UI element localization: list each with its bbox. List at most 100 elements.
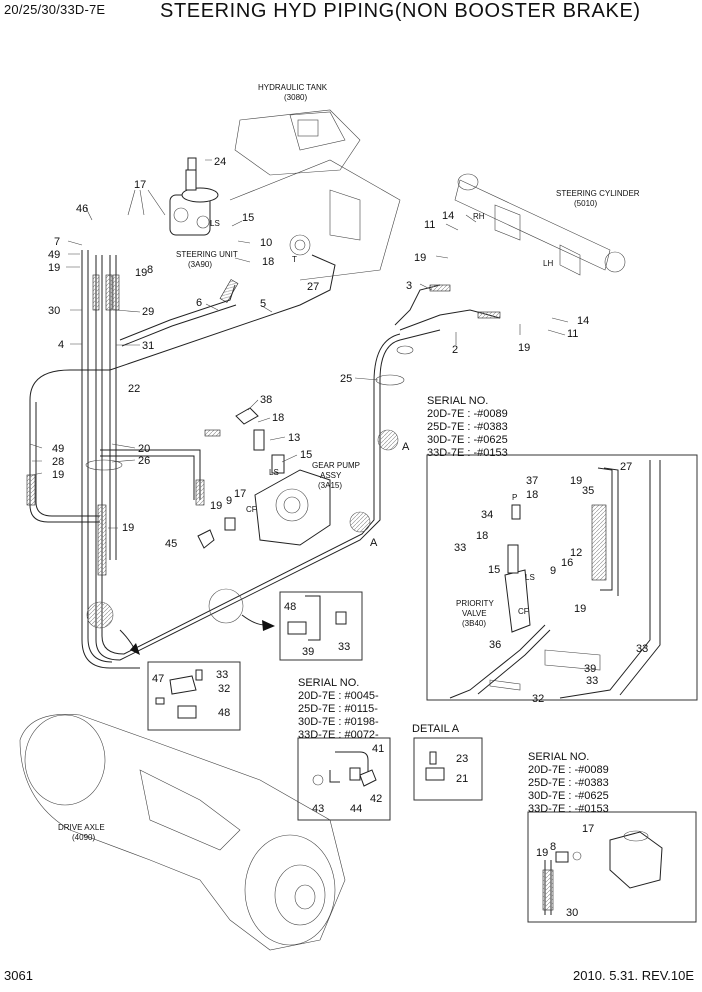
svg-text:25D-7E : -#0383: 25D-7E : -#0383 xyxy=(427,421,508,433)
callout: 15 xyxy=(300,449,312,461)
gear-pump-ref: (3A15) xyxy=(318,481,342,490)
svg-text:30D-7E : #0198-: 30D-7E : #0198- xyxy=(298,716,379,728)
steering-unit-ref: (3A90) xyxy=(188,260,212,269)
serial-detail-box xyxy=(297,737,391,821)
callout: 33 xyxy=(454,542,466,554)
model-code: 20/25/30/33D-7E xyxy=(4,2,106,17)
callout: 19 xyxy=(518,342,530,354)
svg-text:33D-7E : -#0153: 33D-7E : -#0153 xyxy=(427,447,508,459)
callout: 37 xyxy=(526,475,538,487)
callout: 3 xyxy=(406,280,412,292)
svg-text:20D-7E : #0045-: 20D-7E : #0045- xyxy=(298,690,379,702)
callout: 39 xyxy=(584,663,596,675)
callout: 18 xyxy=(262,256,274,268)
drive-axle-ref: (4090) xyxy=(72,833,95,842)
revision-date: 2010. 5.31. REV.10E xyxy=(573,968,694,983)
callout: 17 xyxy=(582,823,594,835)
port-ls-3: LS xyxy=(525,573,535,582)
callout: 17 xyxy=(134,179,146,191)
clamp-detail-box xyxy=(279,591,363,661)
svg-text:25D-7E : #0115-: 25D-7E : #0115- xyxy=(298,703,378,715)
hydraulic-tank xyxy=(229,109,401,281)
view-a-marker: A xyxy=(402,441,410,453)
callout: 9 xyxy=(550,565,556,577)
callout: 35 xyxy=(582,485,594,497)
callout: 19 xyxy=(48,262,60,274)
gear-pump-label: GEAR PUMP xyxy=(312,461,360,470)
callout: 8 xyxy=(147,264,153,276)
callout: 9 xyxy=(226,495,232,507)
callout: 32 xyxy=(218,683,230,695)
elbow-45 xyxy=(197,529,215,549)
callout: 49 xyxy=(48,249,60,261)
callout: 23 xyxy=(456,753,468,765)
priority-valve xyxy=(449,460,661,699)
port-cf-2: CF xyxy=(518,607,529,616)
callout: 48 xyxy=(284,601,296,613)
callout: 33 xyxy=(636,643,648,655)
page-title: STEERING HYD PIPING(NON BOOSTER BRAKE) xyxy=(160,0,641,22)
callout-numbers: 24 17 46 7 49 19 19 8 15 10 18 27 30 29 … xyxy=(48,156,648,919)
callout: 28 xyxy=(52,456,64,468)
callout: 33 xyxy=(586,675,598,687)
callout: 11 xyxy=(424,219,435,231)
steering-unit-detail-box xyxy=(527,811,697,923)
callout: 25 xyxy=(340,373,352,385)
priority-valve-ref: (3B40) xyxy=(462,619,486,628)
callout: 17 xyxy=(234,488,246,500)
callout: 31 xyxy=(142,340,154,352)
port-t: T xyxy=(292,255,297,264)
callout: 30 xyxy=(48,305,60,317)
callout: 22 xyxy=(128,383,140,395)
steering-cylinder-ref: (5010) xyxy=(574,199,597,208)
callout: 18 xyxy=(526,489,538,501)
callout: 46 xyxy=(76,203,88,215)
callout: 49 xyxy=(52,443,64,455)
callout: 36 xyxy=(489,639,501,651)
callout: 18 xyxy=(272,412,284,424)
port-rh: RH xyxy=(473,212,485,221)
drive-axle-label: DRIVE AXLE xyxy=(58,823,105,832)
callout: 32 xyxy=(532,693,544,705)
connector-9 xyxy=(224,517,236,531)
priority-valve-detail-box xyxy=(426,454,698,701)
callout: 14 xyxy=(442,210,454,222)
detail-a-box xyxy=(413,737,483,801)
callout: 15 xyxy=(488,564,500,576)
callout: 33 xyxy=(338,641,350,653)
svg-text:30D-7E : -#0625: 30D-7E : -#0625 xyxy=(528,790,609,802)
callout: 19 xyxy=(536,847,548,859)
elbow-38 xyxy=(235,407,265,451)
callout: 24 xyxy=(214,156,226,168)
callout: 12 xyxy=(570,547,582,559)
callout: 27 xyxy=(307,281,319,293)
gear-pump-label-2: ASSY xyxy=(320,471,342,480)
callout: 13 xyxy=(288,432,300,444)
serial-block-2: SERIAL NO. 20D-7E : #0045- 25D-7E : #011… xyxy=(298,677,379,741)
callout: 42 xyxy=(370,793,382,805)
detail-a-title: DETAIL A xyxy=(412,723,460,735)
callout: 20 xyxy=(138,443,150,455)
callout: 15 xyxy=(242,212,254,224)
callout: 38 xyxy=(260,394,272,406)
callout: 21 xyxy=(456,773,468,785)
callout: 19 xyxy=(574,603,586,615)
hydraulic-tank-ref: (3080) xyxy=(284,93,307,102)
port-lh: LH xyxy=(543,259,553,268)
svg-text:25D-7E : -#0383: 25D-7E : -#0383 xyxy=(528,777,609,789)
callout: 39 xyxy=(302,646,314,658)
callout: 27 xyxy=(620,461,632,473)
port-ls: LS xyxy=(210,219,220,228)
callout: 16 xyxy=(561,557,573,569)
callout: 4 xyxy=(58,339,64,351)
callout: 48 xyxy=(218,707,230,719)
callout: 30 xyxy=(566,907,578,919)
priority-valve-label: PRIORITY xyxy=(456,599,494,608)
callout: 5 xyxy=(260,298,266,310)
svg-text:SERIAL NO.: SERIAL NO. xyxy=(528,751,589,763)
svg-text:SERIAL NO.: SERIAL NO. xyxy=(298,677,359,689)
callout: 43 xyxy=(312,803,324,815)
priority-valve-label-2: VALVE xyxy=(462,609,487,618)
view-a-marker-2: A xyxy=(370,537,378,549)
